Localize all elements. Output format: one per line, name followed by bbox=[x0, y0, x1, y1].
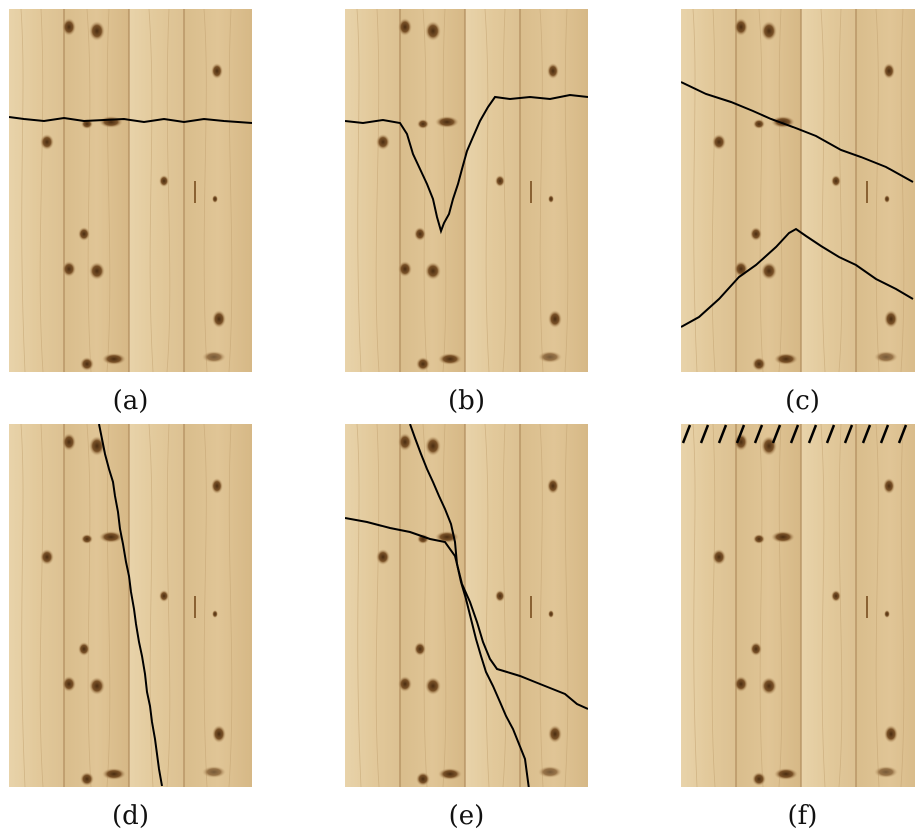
crack-line bbox=[98, 424, 163, 787]
panel-caption-d: (d) bbox=[112, 801, 149, 831]
wood-board-f bbox=[681, 424, 915, 787]
panel-c bbox=[681, 9, 915, 372]
panel-b bbox=[345, 9, 588, 372]
panel-caption-b: (b) bbox=[448, 386, 485, 416]
panel-f bbox=[681, 424, 915, 787]
wood-board-e bbox=[345, 424, 588, 787]
crack-line-lower bbox=[409, 424, 530, 787]
crack-line bbox=[345, 93, 588, 235]
crack-line-upper bbox=[681, 81, 914, 183]
crack-line-lower bbox=[681, 227, 914, 328]
panel-a bbox=[9, 9, 252, 372]
panel-e bbox=[345, 424, 588, 787]
wood-board-d bbox=[9, 424, 252, 787]
panel-caption-e: (e) bbox=[448, 801, 485, 831]
crack-line bbox=[9, 116, 252, 124]
panel-d bbox=[9, 424, 252, 787]
panel-caption-f: (f) bbox=[787, 801, 818, 831]
panel-caption-c: (c) bbox=[785, 386, 820, 416]
wood-board-b bbox=[345, 9, 588, 372]
wood-board-c bbox=[681, 9, 915, 372]
hatch-marks bbox=[681, 424, 908, 444]
panel-caption-a: (a) bbox=[112, 386, 149, 416]
wood-board-a bbox=[9, 9, 252, 372]
crack-line-upper bbox=[345, 517, 588, 710]
